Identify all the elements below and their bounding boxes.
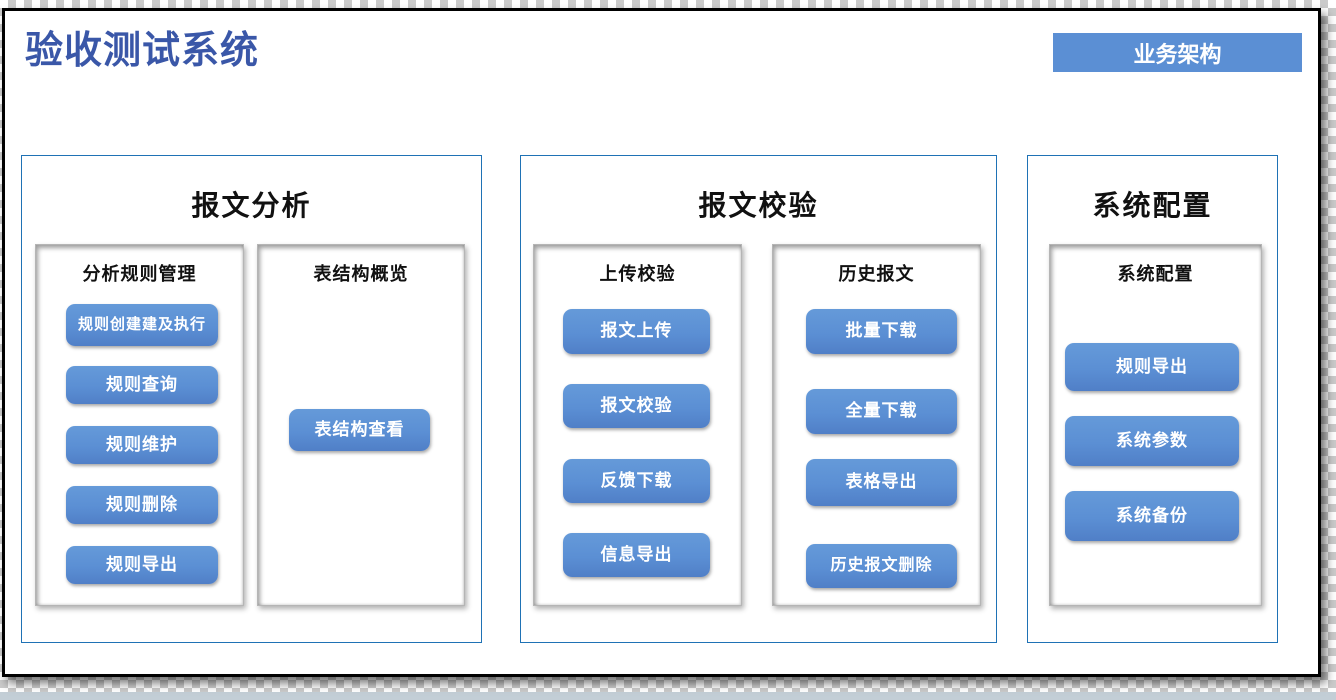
panel-title: 分析规则管理 xyxy=(82,264,197,284)
button-system-parameters[interactable]: 系统参数 xyxy=(1065,416,1239,466)
button-history-message-delete[interactable]: 历史报文删除 xyxy=(806,544,957,588)
panel-title: 表结构概览 xyxy=(313,264,409,284)
panel-upload-verification: 上传校验 报文上传 报文校验 反馈下载 信息导出 xyxy=(533,244,742,606)
button-feedback-download[interactable]: 反馈下载 xyxy=(563,459,710,503)
button-system-backup[interactable]: 系统备份 xyxy=(1065,491,1239,541)
section-message-verification: 报文校验 上传校验 报文上传 报文校验 反馈下载 信息导出 历史报文 批量下载 … xyxy=(520,155,997,643)
button-message-verify[interactable]: 报文校验 xyxy=(563,384,710,428)
button-rule-query[interactable]: 规则查询 xyxy=(66,366,218,404)
section-title: 报文校验 xyxy=(698,190,819,221)
button-rule-maintain[interactable]: 规则维护 xyxy=(66,426,218,464)
bottom-edge-strip xyxy=(0,692,1336,700)
panel-system-configuration: 系统配置 规则导出 系统参数 系统备份 xyxy=(1049,244,1262,606)
button-rule-export[interactable]: 规则导出 xyxy=(66,546,218,584)
panel-title: 历史报文 xyxy=(838,264,915,284)
button-info-export[interactable]: 信息导出 xyxy=(563,533,710,577)
button-batch-download[interactable]: 批量下载 xyxy=(806,309,957,354)
section-title: 报文分析 xyxy=(191,190,312,221)
section-message-analysis: 报文分析 分析规则管理 规则创建建及执行 规则查询 规则维护 规则删除 规则导出… xyxy=(21,155,482,643)
button-rule-export-sys[interactable]: 规则导出 xyxy=(1065,343,1239,391)
button-rule-delete[interactable]: 规则删除 xyxy=(66,486,218,524)
panel-title: 系统配置 xyxy=(1117,264,1194,284)
section-system-configuration: 系统配置 系统配置 规则导出 系统参数 系统备份 xyxy=(1027,155,1278,643)
button-message-upload[interactable]: 报文上传 xyxy=(563,309,710,354)
business-architecture-badge: 业务架构 xyxy=(1053,33,1302,72)
button-full-download[interactable]: 全量下载 xyxy=(806,389,957,434)
page-title: 验收测试系统 xyxy=(25,30,260,72)
slide-canvas: 验收测试系统 业务架构 报文分析 分析规则管理 规则创建建及执行 规则查询 规则… xyxy=(2,8,1321,677)
section-title: 系统配置 xyxy=(1092,190,1213,221)
panel-analysis-rule-management: 分析规则管理 规则创建建及执行 规则查询 规则维护 规则删除 规则导出 xyxy=(35,244,244,606)
panel-table-structure-overview: 表结构概览 表结构查看 xyxy=(257,244,465,606)
panel-title: 上传校验 xyxy=(599,264,676,284)
button-rule-create-execute[interactable]: 规则创建建及执行 xyxy=(66,304,218,346)
button-table-export[interactable]: 表格导出 xyxy=(806,459,957,506)
panel-history-messages: 历史报文 批量下载 全量下载 表格导出 历史报文删除 xyxy=(772,244,981,606)
button-table-structure-view[interactable]: 表结构查看 xyxy=(289,409,430,451)
